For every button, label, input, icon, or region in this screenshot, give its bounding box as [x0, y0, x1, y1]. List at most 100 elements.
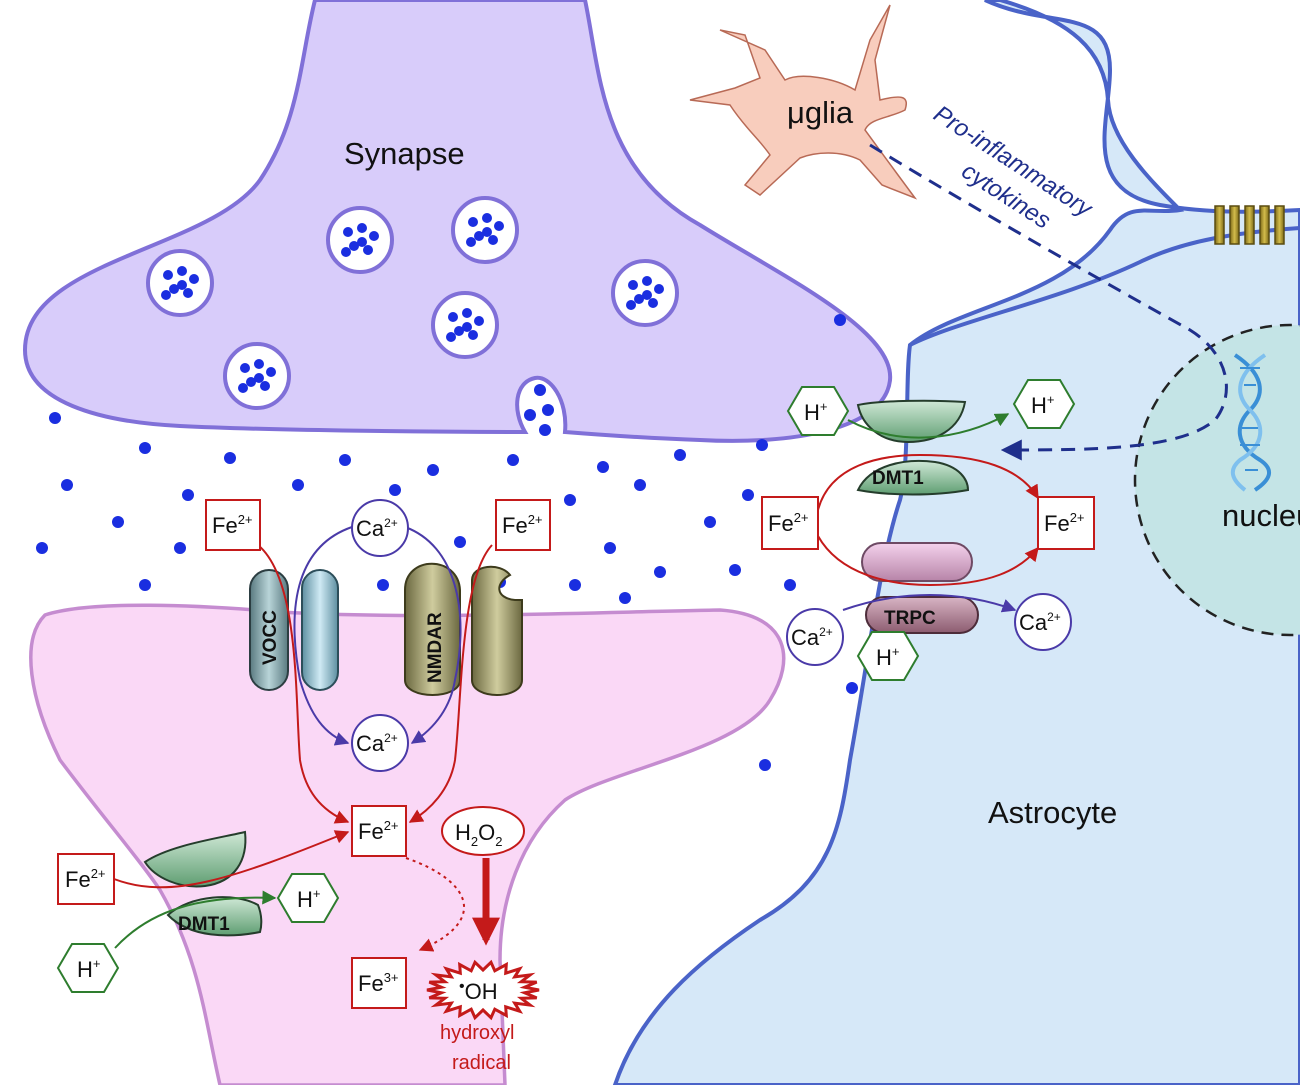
neurotransmitter-dot — [174, 542, 186, 554]
ca2-astrocyte-intracellular: Ca2+ — [1014, 593, 1072, 651]
fe2-astrocyte-intracellular: Fe2+ — [1037, 496, 1095, 550]
neurotransmitter-dots — [36, 314, 858, 771]
vesicle-neurotransmitter — [466, 237, 476, 247]
h-plus-astrocyte-right: H+ — [1012, 379, 1076, 429]
vesicle-neurotransmitter — [183, 288, 193, 298]
vesicle-neurotransmitter — [341, 247, 351, 257]
vesicle-neurotransmitter — [482, 227, 492, 237]
neurotransmitter-dot — [61, 479, 73, 491]
ca2-astrocyte-extracellular: Ca2+ — [786, 608, 844, 666]
synapse-label: Synapse — [344, 136, 465, 171]
neurotransmitter-dot — [454, 536, 466, 548]
fe3-product: Fe3+ — [351, 957, 407, 1009]
fe-influx-vocc-arrow — [257, 544, 350, 824]
vesicle-neurotransmitter — [654, 284, 664, 294]
ca-trpc-astrocyte-arrow — [842, 594, 1017, 613]
svg-text:Ca2+: Ca2+ — [791, 625, 833, 650]
vesicle-neurotransmitter — [343, 227, 353, 237]
neurotransmitter-dot — [654, 566, 666, 578]
vesicle-neurotransmitter — [494, 221, 504, 231]
vesicle-neurotransmitter — [363, 245, 373, 255]
hydroxyl-label-2: radical — [452, 1052, 511, 1074]
dmt1-upper-subunit-astrocyte — [856, 399, 967, 444]
neurotransmitter-dot — [704, 516, 716, 528]
fe2-left-extracellular: Fe2+ — [57, 853, 115, 905]
neurotransmitter-dot — [389, 484, 401, 496]
svg-text:Ca2+: Ca2+ — [356, 516, 398, 541]
h-plus-astrocyte-lower: H+ — [856, 631, 920, 681]
neurotransmitter-dot — [224, 452, 236, 464]
neurotransmitter-dot — [139, 442, 151, 454]
neurotransmitter-dot — [564, 494, 576, 506]
vesicle-neurotransmitter — [266, 367, 276, 377]
neurotransmitter-dot — [597, 461, 609, 473]
ca2-extracellular-neuron: Ca2+ — [351, 499, 409, 557]
neurotransmitter-dot — [292, 479, 304, 491]
cytokine-signal-arrow — [869, 143, 1228, 461]
vocc-channel: VOCC — [249, 569, 289, 691]
h-plus-neuron-intracellular: H+ — [276, 873, 340, 923]
hydroxyl-burst-icon: •OH — [426, 959, 540, 1021]
vesicle-neurotransmitter — [634, 294, 644, 304]
svg-text:Fe3+: Fe3+ — [358, 970, 399, 996]
neurotransmitter-dot — [377, 579, 389, 591]
ca-influx-nmdar-arrow — [404, 526, 462, 744]
fe2-astrocyte-extracellular: Fe2+ — [761, 496, 819, 550]
neurotransmitter-dot — [634, 479, 646, 491]
vocc-pore-subunit — [301, 569, 339, 691]
vesicle-neurotransmitter — [349, 241, 359, 251]
neurotransmitter-dot — [49, 412, 61, 424]
neurotransmitter-dot — [784, 579, 796, 591]
neurotransmitter-dot — [182, 489, 194, 501]
trpc-channel — [865, 596, 979, 634]
vesicle-neurotransmitter — [488, 235, 498, 245]
vesicle-neurotransmitter — [238, 383, 248, 393]
svg-text:•OH: •OH — [459, 978, 498, 1004]
fe-influx-nmdar-arrow — [408, 544, 493, 823]
vesicle-neurotransmitter — [254, 359, 264, 369]
neurotransmitter-dot — [36, 542, 48, 554]
vesicle-neurotransmitter — [462, 308, 472, 318]
vesicle-neurotransmitter — [446, 332, 456, 342]
svg-text:Fe2+: Fe2+ — [358, 818, 399, 844]
neurotransmitter-dot — [604, 542, 616, 554]
vesicle-neurotransmitter — [474, 316, 484, 326]
neurotransmitter-dot — [339, 454, 351, 466]
svg-text:H+: H+ — [77, 956, 100, 982]
nmdar-pore-subunit — [471, 565, 523, 696]
vesicle-neurotransmitter — [240, 363, 250, 373]
neurotransmitter-dot — [742, 489, 754, 501]
h-dmt1-neuron-arrow — [114, 890, 277, 949]
svg-text:H+: H+ — [876, 644, 899, 670]
fenton-oxidation-arrow — [405, 857, 466, 952]
svg-text:H+: H+ — [1031, 392, 1054, 418]
vocc-label: VOCC — [260, 610, 281, 665]
neurotransmitter-dot — [139, 579, 151, 591]
vesicle-neurotransmitter — [254, 373, 264, 383]
vesicle-neurotransmitter — [648, 298, 658, 308]
vesicle-neurotransmitter — [626, 300, 636, 310]
h-dmt1-astrocyte-arrow — [847, 413, 1010, 439]
vesicle-neurotransmitter — [628, 280, 638, 290]
dmt1-label-astrocyte: DMT1 — [872, 468, 924, 489]
neurotransmitter-dot — [619, 592, 631, 604]
vesicle-neurotransmitter — [462, 322, 472, 332]
neurotransmitter-dot — [534, 384, 546, 396]
vesicle-neurotransmitter — [177, 280, 187, 290]
vesicle-neurotransmitter — [260, 381, 270, 391]
vesicle-neurotransmitter — [448, 312, 458, 322]
nucleus-label: nucleus — [1222, 498, 1300, 533]
neurotransmitter-dot — [569, 579, 581, 591]
microglia-cell — [689, 4, 918, 200]
svg-text:H+: H+ — [297, 886, 320, 912]
vesicle-neurotransmitter — [642, 290, 652, 300]
dna-icon — [1230, 353, 1271, 492]
vesicle-neurotransmitter — [246, 377, 256, 387]
microglia-label: μglia — [787, 95, 854, 130]
neurotransmitter-dot — [542, 404, 554, 416]
fe-efflux-astrocyte-arrow — [817, 535, 1039, 587]
fe2-intracellular-neuron: Fe2+ — [351, 805, 407, 857]
h-plus-left-extracellular: H+ — [56, 943, 120, 993]
astrocyte-label: Astrocyte — [988, 795, 1117, 830]
